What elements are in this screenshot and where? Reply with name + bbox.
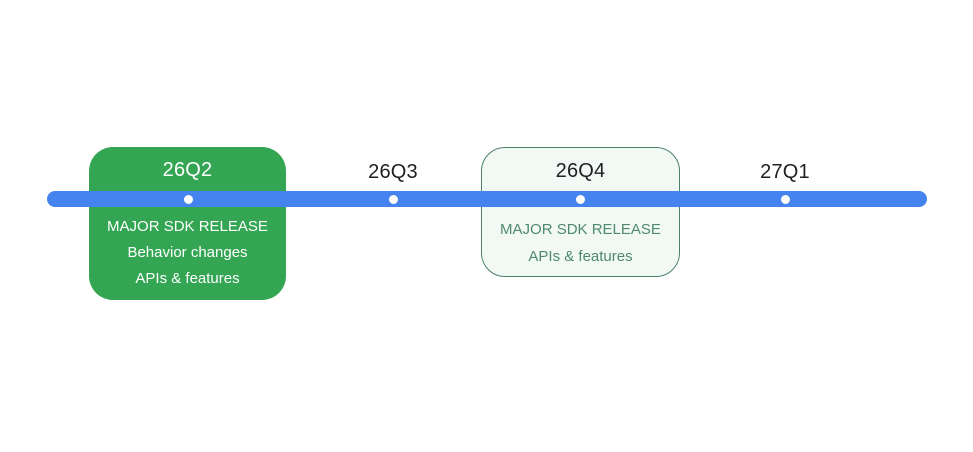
milestone-title-26q4: 26Q4 <box>555 160 606 182</box>
milestone-body-26q4: MAJOR SDK RELEASE APIs & features <box>482 216 679 270</box>
milestone-line: APIs & features <box>135 270 240 287</box>
milestone-label-26q3: 26Q3 <box>368 161 418 183</box>
milestone-title-26q2: 26Q2 <box>162 159 213 181</box>
timeline-bar <box>47 191 927 207</box>
timeline-dot-27q1 <box>780 195 790 204</box>
milestone-line: MAJOR SDK RELEASE <box>107 218 268 235</box>
timeline-dot-26q3 <box>388 195 398 204</box>
milestone-card-26q4: 26Q4 MAJOR SDK RELEASE APIs & features <box>481 147 680 277</box>
milestone-label-27q1: 27Q1 <box>760 161 810 183</box>
milestone-body-26q2: MAJOR SDK RELEASE Behavior changes APIs … <box>89 214 286 292</box>
timeline-dot-26q2 <box>183 195 193 204</box>
milestone-line: Behavior changes <box>127 244 248 261</box>
milestone-line: APIs & features <box>528 248 633 265</box>
timeline-dot-26q4 <box>575 195 585 204</box>
milestone-line: MAJOR SDK RELEASE <box>500 221 661 238</box>
milestone-card-26q2: 26Q2 MAJOR SDK RELEASE Behavior changes … <box>89 147 286 300</box>
